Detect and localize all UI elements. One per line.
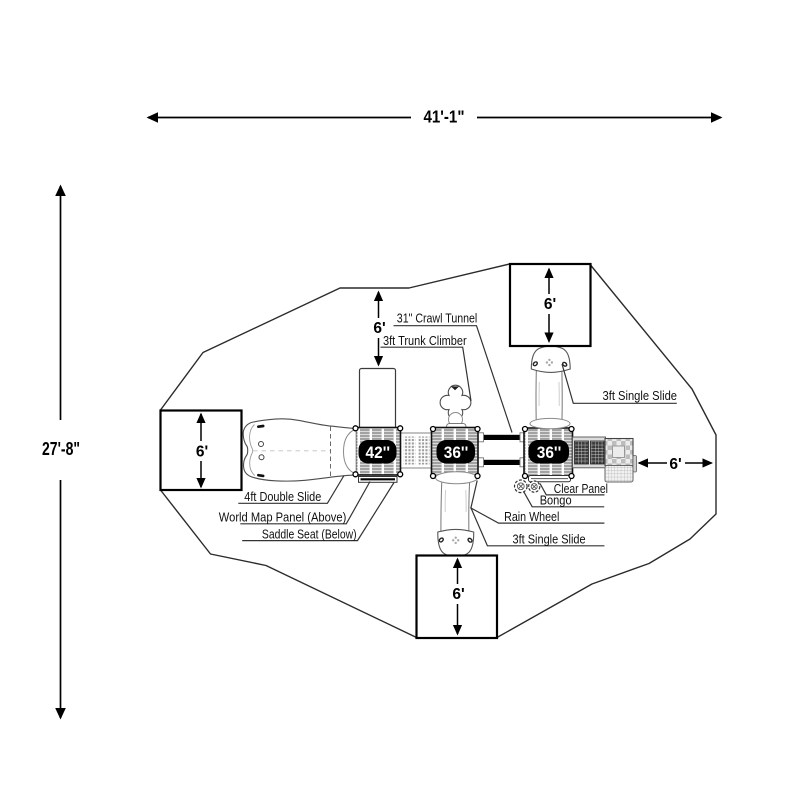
svg-text:42'': 42'' [366, 444, 391, 462]
svg-text:41'-1": 41'-1" [424, 107, 465, 127]
svg-text:3ft Single Slide: 3ft Single Slide [603, 389, 678, 403]
svg-text:Saddle Seat (Below): Saddle Seat (Below) [262, 528, 357, 542]
svg-text:6': 6' [544, 296, 556, 313]
svg-text:World Map Panel (Above): World Map Panel (Above) [219, 511, 346, 525]
svg-text:36'': 36'' [537, 444, 562, 462]
svg-text:6': 6' [452, 586, 464, 603]
svg-text:Rain Wheel: Rain Wheel [504, 510, 559, 524]
svg-text:6': 6' [373, 320, 385, 337]
svg-text:27'-8": 27'-8" [42, 439, 80, 459]
svg-text:31" Crawl Tunnel: 31" Crawl Tunnel [397, 312, 478, 326]
svg-text:6': 6' [669, 456, 681, 473]
svg-text:4ft Double Slide: 4ft Double Slide [244, 490, 321, 504]
svg-text:Bongo: Bongo [540, 494, 572, 508]
svg-text:36'': 36'' [444, 444, 469, 462]
svg-text:3ft Trunk Climber: 3ft Trunk Climber [383, 334, 467, 348]
svg-text:Clear Panel: Clear Panel [554, 482, 608, 496]
svg-text:6': 6' [196, 444, 208, 461]
svg-text:3ft Single Slide: 3ft Single Slide [513, 533, 586, 547]
